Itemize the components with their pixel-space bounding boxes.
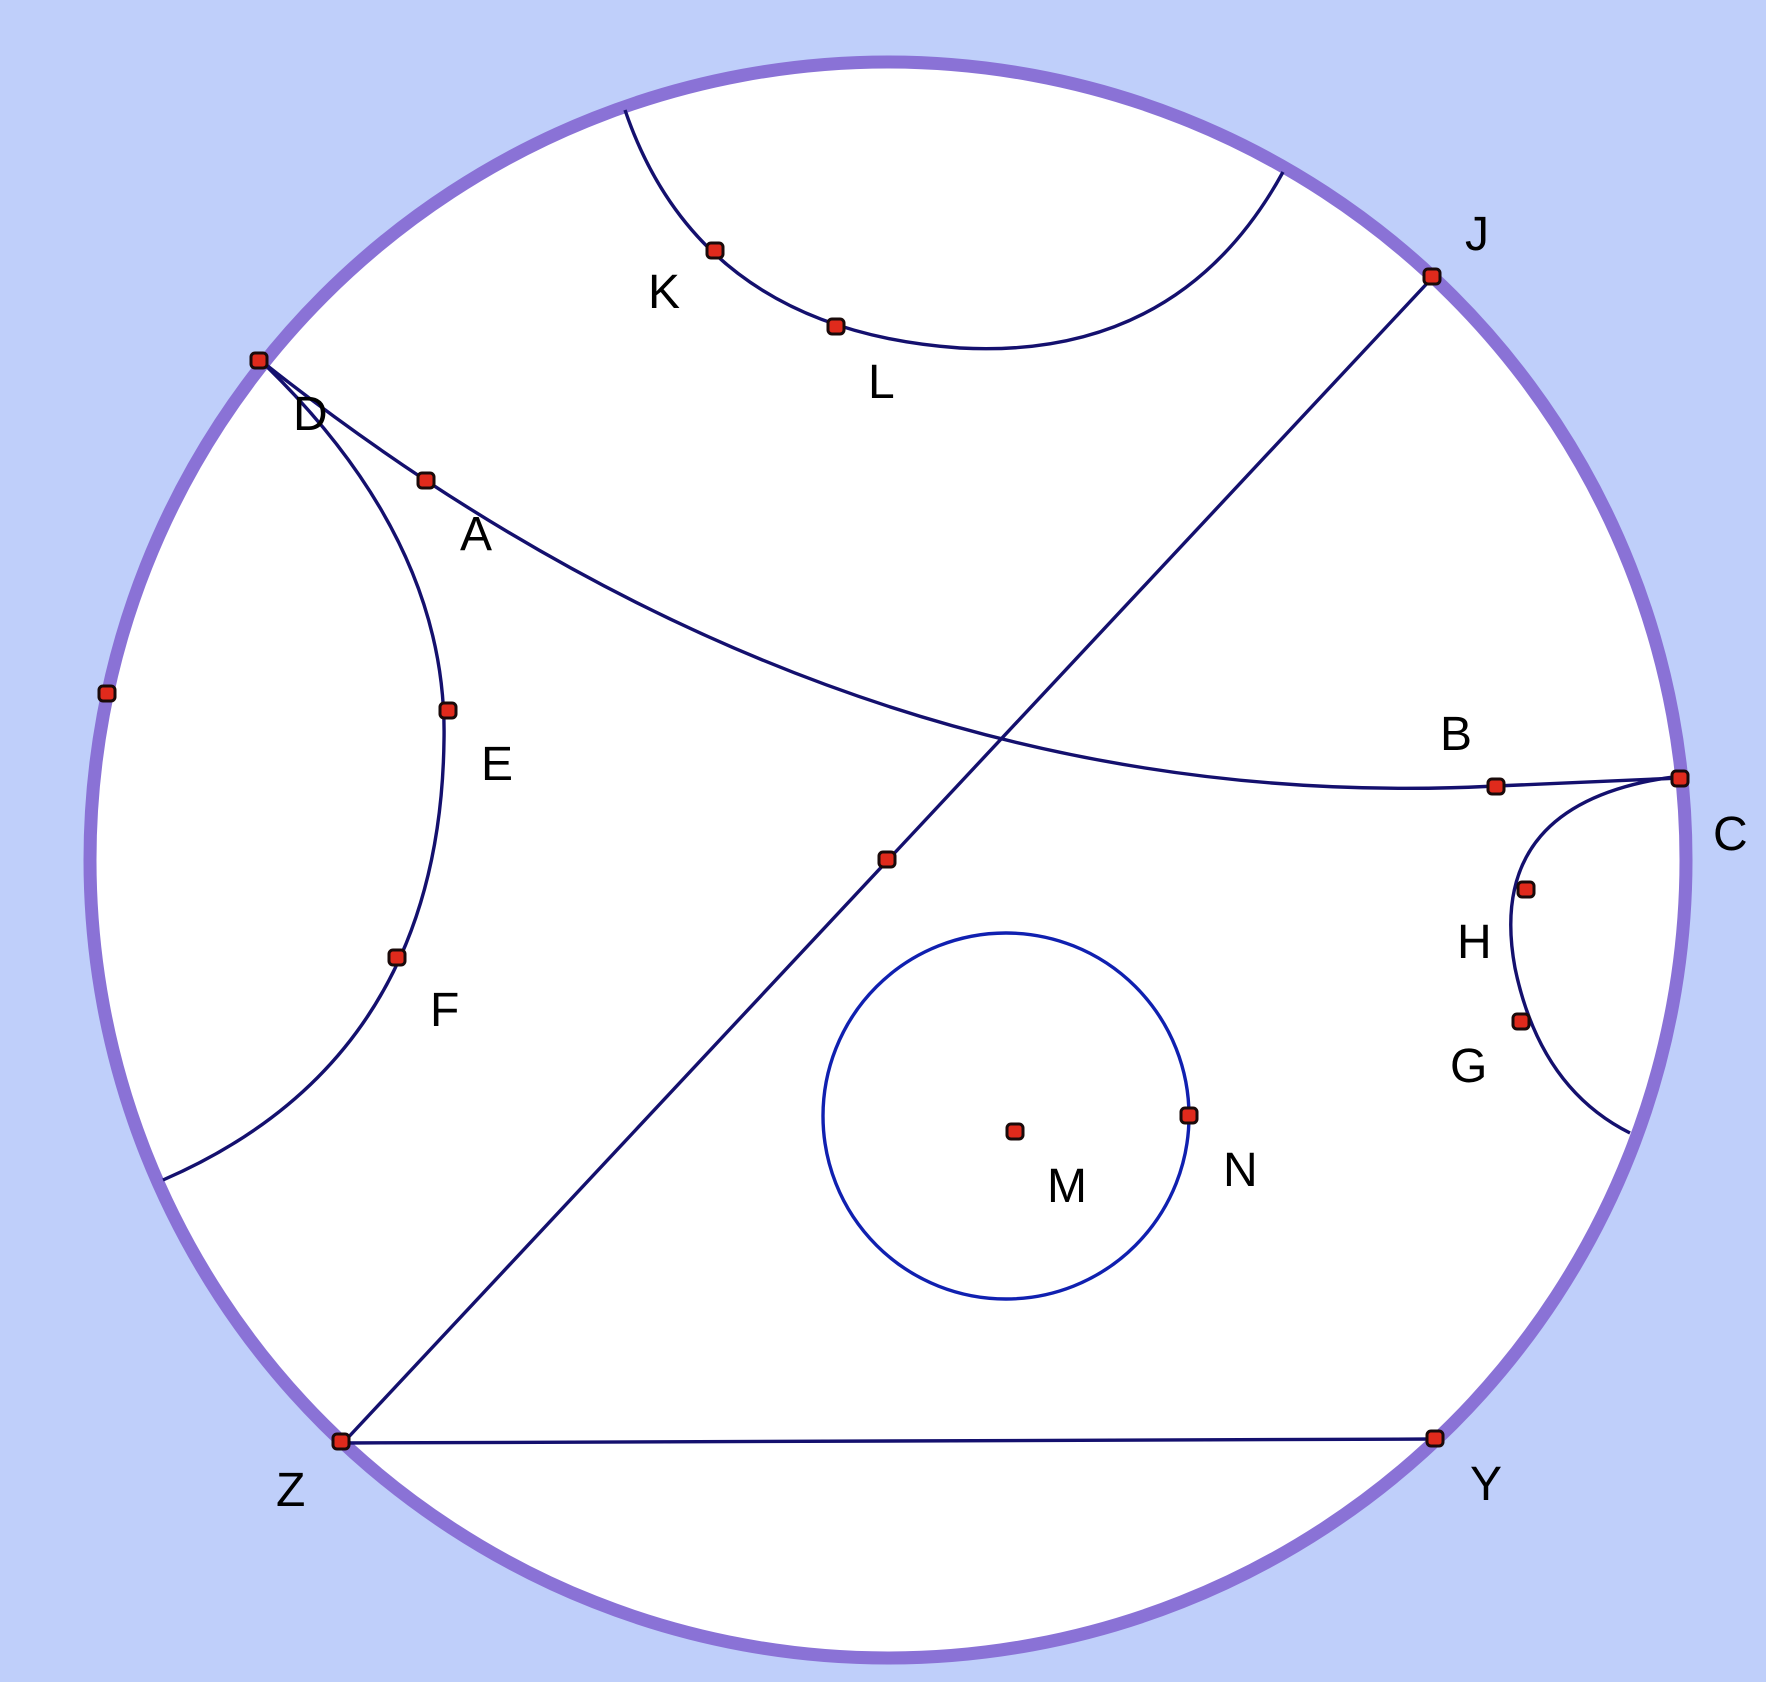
label-Z: Z	[276, 1464, 305, 1517]
label-G: G	[1450, 1040, 1487, 1093]
point-Y[interactable]	[1425, 1429, 1445, 1448]
point-L[interactable]	[826, 317, 846, 336]
geodesic-arc-d-b-c	[258, 358, 1681, 790]
label-D: D	[293, 388, 328, 441]
point-N[interactable]	[1179, 1106, 1199, 1125]
point-J[interactable]	[1422, 267, 1442, 286]
point-D[interactable]	[249, 351, 269, 370]
label-A: A	[460, 508, 492, 561]
label-J: J	[1465, 208, 1489, 261]
point-H[interactable]	[1516, 880, 1536, 899]
point-A[interactable]	[416, 471, 436, 490]
geodesic-top-arc	[623, 109, 1285, 351]
point-M[interactable]	[1005, 1122, 1025, 1141]
geodesic-arc-c-h-g	[1509, 774, 1681, 1135]
point-midpoint-zj[interactable]	[877, 850, 897, 869]
point-Z[interactable]	[331, 1432, 351, 1451]
geodesic-left-arc	[162, 358, 446, 1182]
label-B: B	[1440, 708, 1472, 761]
label-N: N	[1223, 1144, 1258, 1197]
point-B[interactable]	[1486, 777, 1506, 796]
label-Y: Y	[1470, 1458, 1502, 1511]
label-K: K	[648, 266, 680, 319]
geodesic-line-z-y	[342, 1437, 1437, 1445]
label-L: L	[868, 356, 895, 409]
label-M: M	[1047, 1160, 1087, 1213]
point-boundary-left[interactable]	[97, 684, 117, 703]
label-C: C	[1713, 808, 1748, 861]
label-F: F	[430, 984, 459, 1037]
point-K[interactable]	[705, 241, 725, 260]
point-C[interactable]	[1670, 769, 1690, 788]
label-E: E	[481, 738, 513, 791]
point-F[interactable]	[387, 948, 407, 967]
label-H: H	[1457, 916, 1492, 969]
point-G[interactable]	[1511, 1012, 1531, 1031]
point-E[interactable]	[438, 701, 458, 720]
